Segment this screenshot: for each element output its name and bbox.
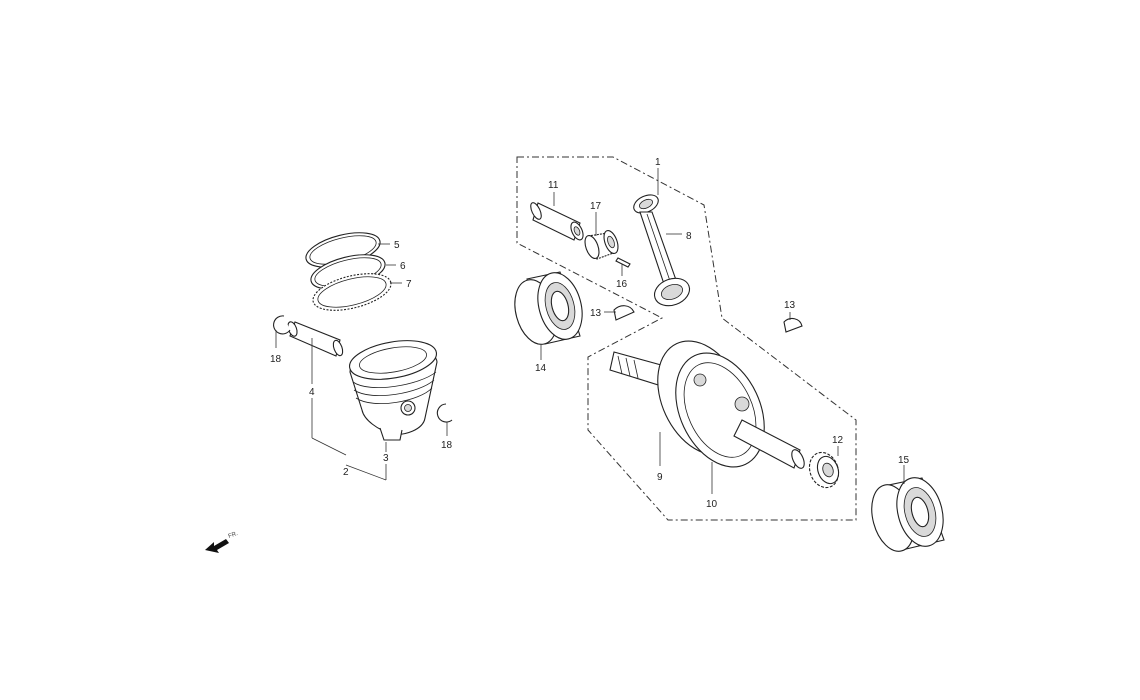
callout-6: 6 — [400, 261, 406, 272]
piston-pin-clip-right — [436, 403, 453, 423]
locating-pin — [615, 257, 631, 268]
callout-10: 10 — [706, 499, 718, 510]
callout-9: 9 — [657, 472, 663, 483]
piston — [349, 340, 438, 441]
woodruff-key-right — [783, 317, 803, 333]
callout-7: 7 — [406, 279, 412, 290]
assembly-boundary-crankshaft — [516, 156, 857, 521]
leader-lines — [275, 168, 905, 494]
callout-14: 14 — [535, 363, 547, 374]
callout-13-left: 13 — [590, 308, 602, 319]
callout-15: 15 — [898, 455, 910, 466]
callout-8: 8 — [686, 231, 692, 242]
callout-2: 2 — [343, 467, 349, 478]
callout-13-right: 13 — [784, 300, 796, 311]
callout-18-right: 18 — [441, 440, 453, 451]
callout-1: 1 — [655, 157, 661, 168]
connecting-rod — [633, 194, 691, 307]
piston-pin — [287, 321, 344, 357]
ball-bearing-left — [514, 271, 583, 345]
piston-oil-ring — [312, 273, 392, 311]
callout-11: 11 — [548, 180, 559, 191]
crankshaft — [609, 340, 805, 469]
callout-4: 4 — [309, 387, 315, 398]
front-arrow-icon — [205, 539, 229, 553]
piston-pin-clip-left — [273, 315, 291, 335]
callout-12: 12 — [832, 435, 844, 446]
woodruff-key-left — [613, 305, 635, 321]
callout-3: 3 — [383, 453, 389, 464]
needle-bearing — [584, 229, 619, 260]
callout-16: 16 — [616, 279, 628, 290]
front-direction-label: FR. — [228, 531, 239, 540]
callout-17: 17 — [590, 201, 602, 212]
callout-18-left: 18 — [270, 354, 282, 365]
crankshaft-gear — [808, 451, 840, 489]
ball-bearing-right — [871, 477, 945, 552]
wrist-pin-small — [530, 202, 584, 241]
callout-5: 5 — [394, 240, 400, 251]
